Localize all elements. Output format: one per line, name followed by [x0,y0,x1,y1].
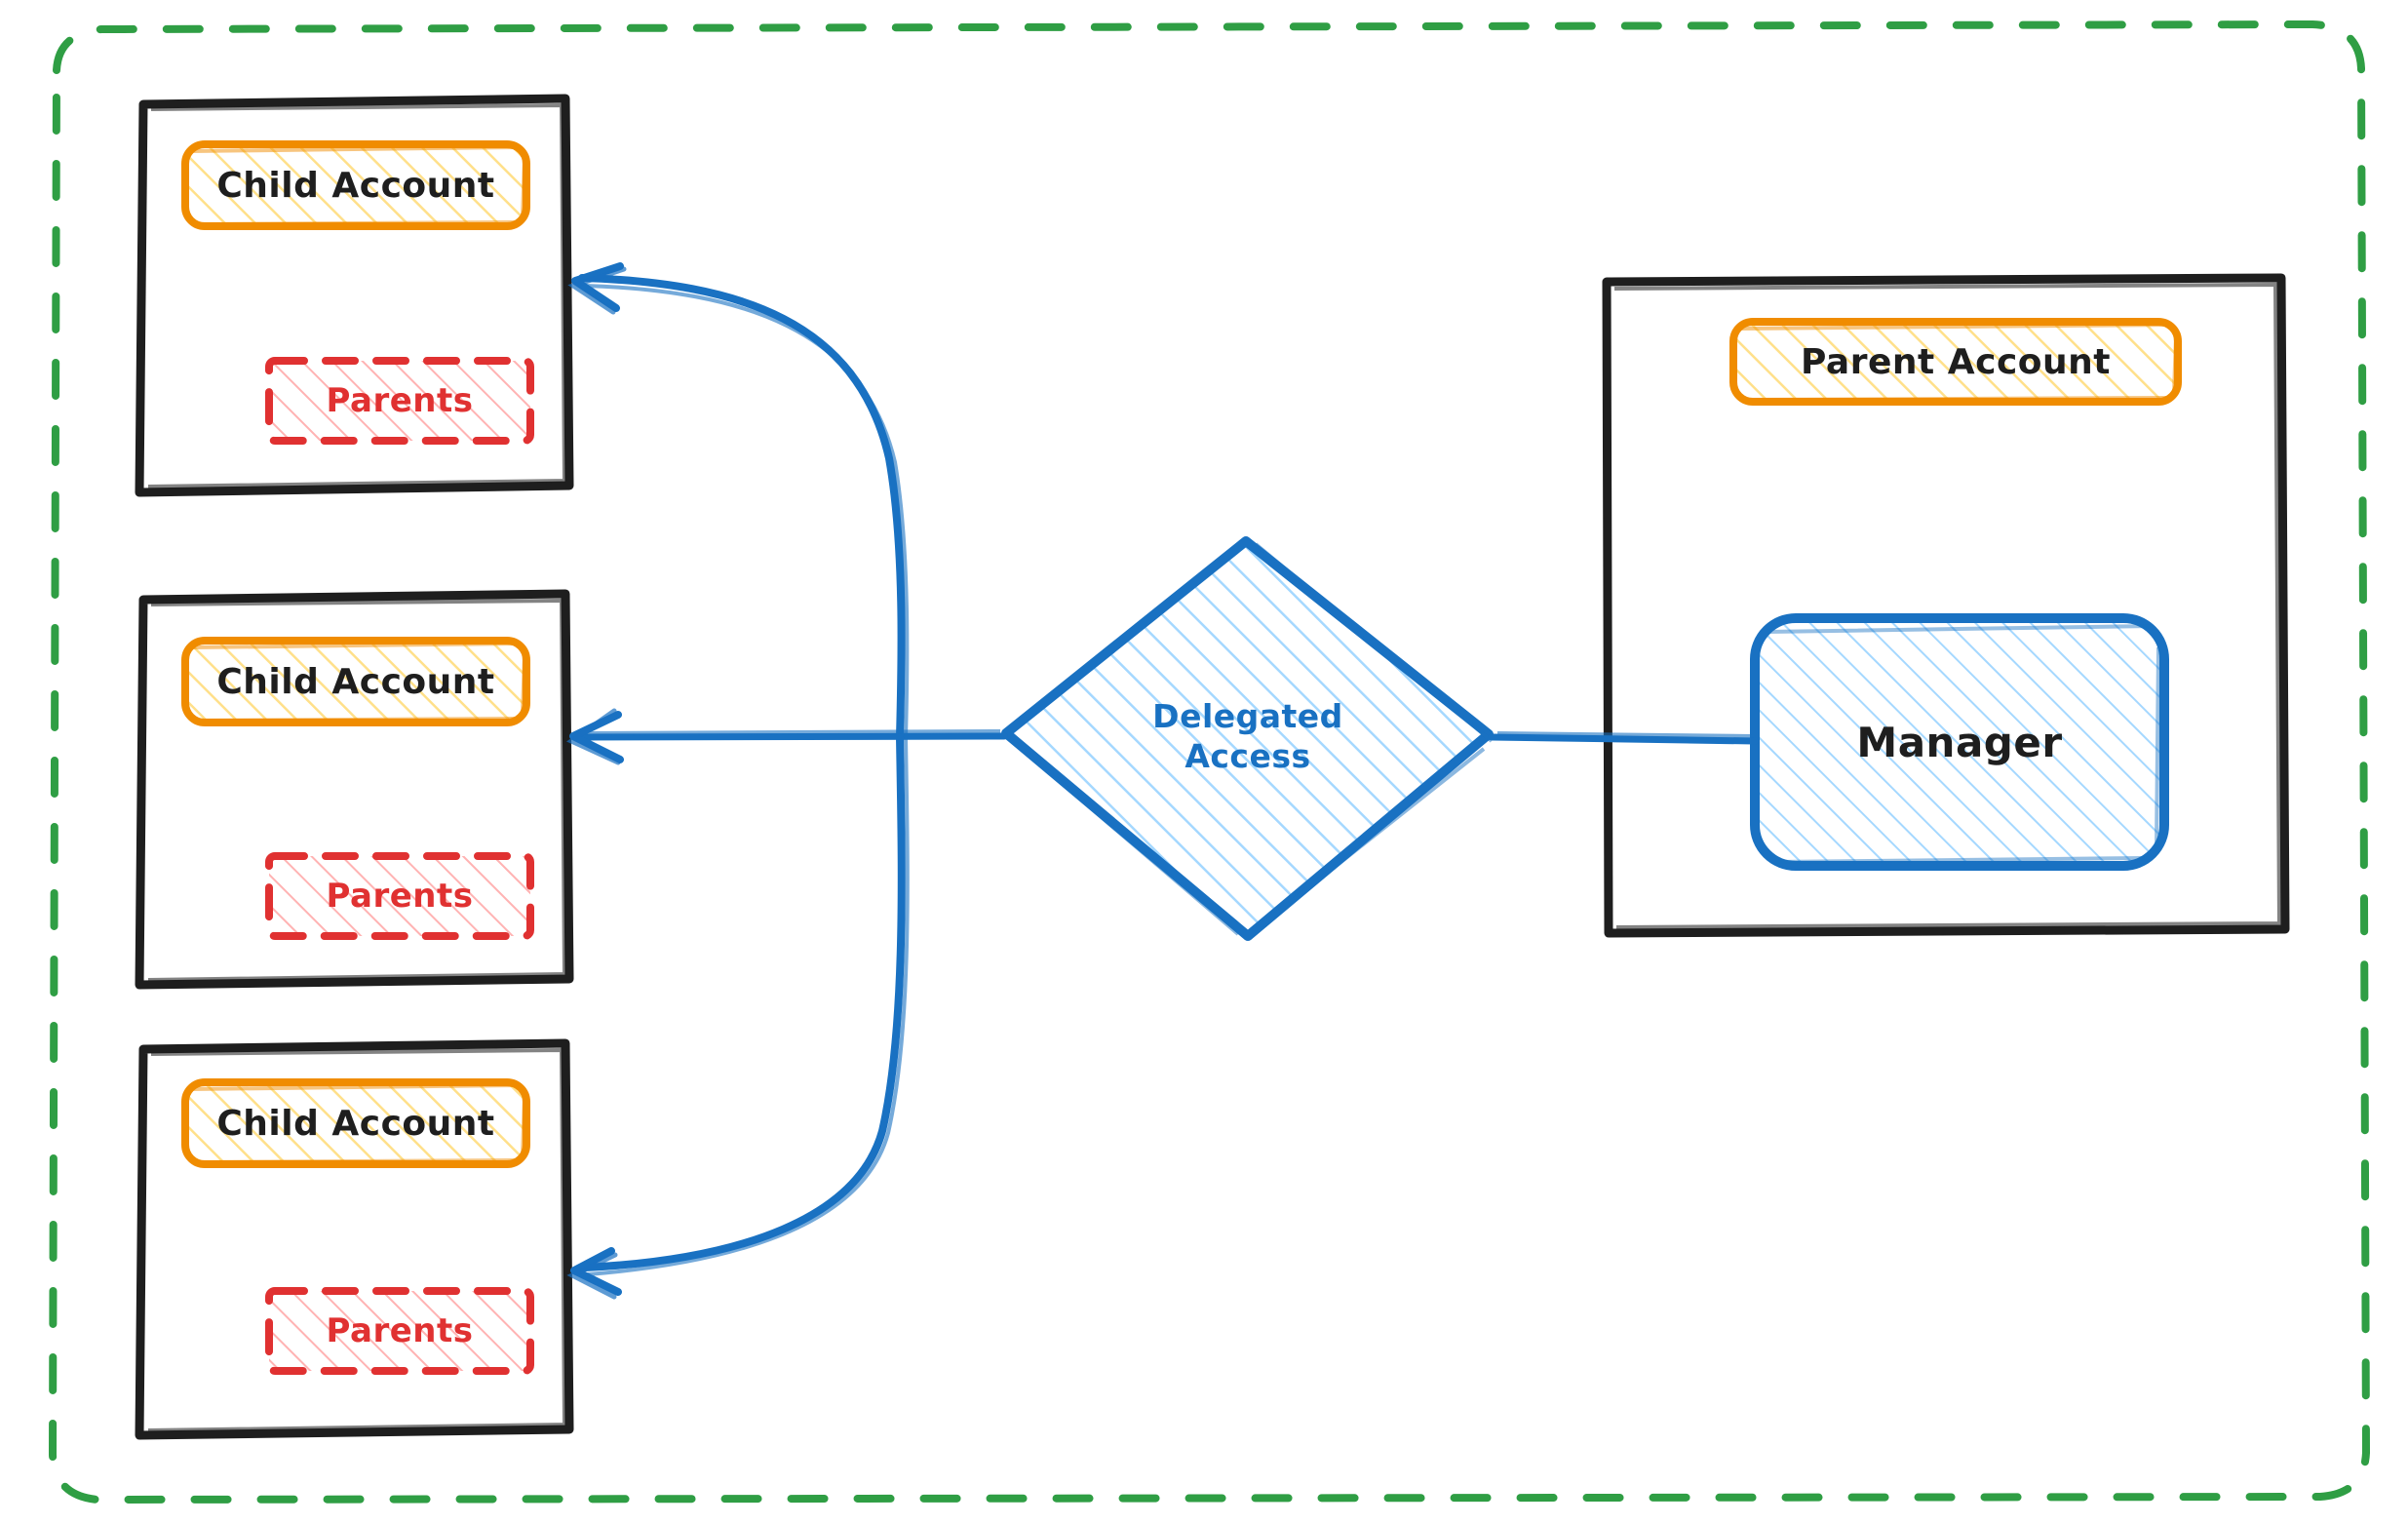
parents-box-3[interactable] [265,1287,534,1375]
child-account-box-3[interactable] [181,1078,530,1168]
arrow-to-child-2[interactable] [566,708,1008,765]
arrow-to-child-1[interactable] [567,262,910,741]
arrow-to-child-3[interactable] [566,733,910,1300]
child-account-box-1[interactable] [181,140,530,230]
parents-box-2[interactable] [265,852,534,940]
delegated-access-node[interactable] [1001,536,1494,941]
manager-box[interactable] [1750,613,2169,871]
parent-account-box[interactable] [1729,318,2182,406]
child-account-box-2[interactable] [181,637,530,726]
link-manager-to-delegated-access[interactable] [1488,731,1759,745]
parents-box-1[interactable] [265,357,534,445]
organization-boundary [48,20,2371,1504]
